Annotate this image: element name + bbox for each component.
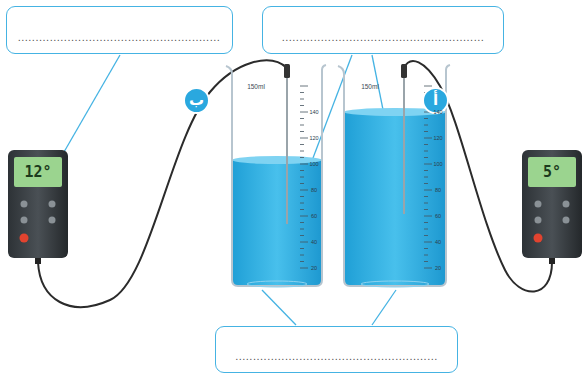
scale-tick xyxy=(424,86,432,87)
scale-tick xyxy=(424,242,432,243)
scale-tick xyxy=(424,183,428,184)
scale-tick xyxy=(300,164,308,165)
scale-tick xyxy=(424,255,428,256)
digital-thermometer xyxy=(8,150,68,264)
scale-tick xyxy=(300,105,304,106)
answer-box: ........................................… xyxy=(6,6,233,54)
scale-tick xyxy=(424,131,428,132)
scale-number: 20 xyxy=(311,265,317,271)
scale-number: 40 xyxy=(435,239,441,245)
digital-thermometer xyxy=(522,150,582,264)
scale-tick xyxy=(300,131,304,132)
scale-tick xyxy=(300,170,304,171)
scale-tick xyxy=(424,118,428,119)
answer-box: ........................................… xyxy=(215,326,458,373)
scale-tick xyxy=(300,112,308,113)
scale-number: 140 xyxy=(309,109,318,115)
scale-number: 140 xyxy=(433,109,442,115)
scale-tick xyxy=(424,157,428,158)
scale-tick xyxy=(300,99,304,100)
scale-tick xyxy=(424,196,428,197)
temperature-reading: 5° xyxy=(543,163,561,181)
scale-tick xyxy=(424,177,428,178)
scale-tick xyxy=(300,190,308,191)
scale-tick xyxy=(300,118,304,119)
callout-letter: ب xyxy=(183,87,210,114)
scale-tick xyxy=(424,209,428,210)
scale-number: 20 xyxy=(435,265,441,271)
scale-number: 60 xyxy=(435,213,441,219)
scale-tick xyxy=(424,164,432,165)
answer-dots: ........................................… xyxy=(235,350,438,362)
callout-letter-text: ب xyxy=(189,93,204,108)
scale-tick xyxy=(300,144,304,145)
scale-tick xyxy=(300,216,308,217)
scale-tick xyxy=(424,229,428,230)
answer-dots: ........................................… xyxy=(18,31,221,43)
scale-tick xyxy=(300,209,304,210)
scale-ticks xyxy=(300,86,432,268)
scale-tick xyxy=(300,92,304,93)
scale-tick xyxy=(300,261,304,262)
scale-tick xyxy=(300,268,308,269)
scale-tick xyxy=(424,222,428,223)
scale-number: 40 xyxy=(311,239,317,245)
scale-tick xyxy=(300,157,304,158)
scale-tick xyxy=(300,248,304,249)
scale-tick xyxy=(424,248,428,249)
scale-number: 80 xyxy=(311,187,317,193)
scale-number: 120 xyxy=(309,135,318,141)
answer-box: ........................................… xyxy=(262,6,504,54)
temperature-probe xyxy=(284,64,407,224)
scale-tick xyxy=(424,216,432,217)
scale-tick xyxy=(424,170,428,171)
scale-tick xyxy=(424,261,428,262)
scale-tick xyxy=(300,229,304,230)
scale-tick xyxy=(424,203,428,204)
scale-tick xyxy=(300,177,304,178)
scale-tick xyxy=(424,268,432,269)
scale-number: 100 xyxy=(433,161,442,167)
beaker xyxy=(338,65,450,287)
scale-tick xyxy=(424,144,428,145)
temperature-reading: 12° xyxy=(24,163,51,181)
scale-number: 80 xyxy=(435,187,441,193)
scale-tick xyxy=(424,125,428,126)
beaker-volume: 150ml xyxy=(361,83,379,90)
scale-tick xyxy=(424,151,428,152)
scale-tick xyxy=(300,242,308,243)
scale-number: 120 xyxy=(433,135,442,141)
answer-dots: ........................................… xyxy=(282,31,485,43)
beaker xyxy=(226,65,326,287)
scale-tick xyxy=(424,190,432,191)
scale-tick xyxy=(300,196,304,197)
scale-number: 100 xyxy=(309,161,318,167)
beaker-volume: 150ml xyxy=(247,83,265,90)
scale-tick xyxy=(300,138,308,139)
scale-tick xyxy=(300,183,304,184)
probe-cables xyxy=(38,60,552,307)
scale-tick xyxy=(300,203,304,204)
callout-letter-text: أ xyxy=(433,93,438,108)
scale-tick xyxy=(424,138,432,139)
scale-tick xyxy=(424,235,428,236)
scale-tick xyxy=(300,235,304,236)
scale-tick xyxy=(300,86,308,87)
scale-tick xyxy=(300,125,304,126)
scale-tick xyxy=(300,255,304,256)
scale-tick xyxy=(300,151,304,152)
scale-tick xyxy=(300,222,304,223)
scale-number: 60 xyxy=(311,213,317,219)
